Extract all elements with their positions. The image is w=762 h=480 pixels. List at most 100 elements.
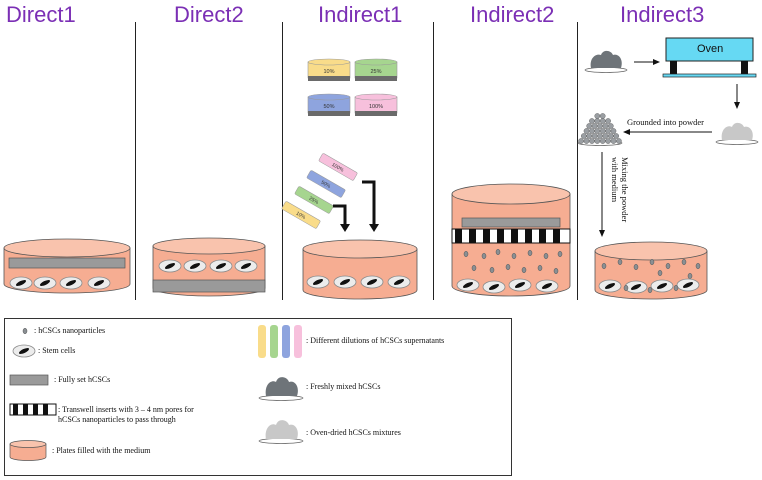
legend-plates-text: : Plates filled with the medium xyxy=(52,446,151,455)
legend-transwell-line2: hCSCs nanoparticles to pass through xyxy=(58,415,176,424)
powder-grain xyxy=(597,133,603,139)
mixing-label: Mixing the powder with medium xyxy=(610,157,630,222)
vial-label: 100% xyxy=(369,104,383,110)
powder-grain xyxy=(602,123,609,129)
powder-grain xyxy=(589,118,595,124)
indirect1-vials: 10% 25% 50% 100% xyxy=(307,58,398,116)
powder-grain xyxy=(597,123,603,129)
legend-nanoparticles-text: : hCSCs nanoparticles xyxy=(34,326,106,335)
direct1-plate xyxy=(3,238,131,294)
indirect1-arrows xyxy=(333,180,379,232)
powder-grain xyxy=(616,138,622,144)
powder-grain xyxy=(605,128,611,134)
indirect1-tubes: 100% 50%25%10% xyxy=(281,153,358,229)
vial-1: 25% xyxy=(354,58,398,81)
indirect3-plate xyxy=(594,241,708,300)
powder-grain xyxy=(608,133,614,139)
powder-grain xyxy=(583,138,590,144)
legend-fresh-text: : Freshly mixed hCSCs xyxy=(306,382,381,391)
legend-fresh-icon xyxy=(258,377,304,401)
tube-2: 25% xyxy=(294,186,334,214)
fresh-hcscs-pile xyxy=(584,50,628,73)
legend-plate-icon xyxy=(9,440,47,461)
powder-grain xyxy=(610,138,617,144)
powder-grain xyxy=(599,113,606,119)
oven-label: Oven xyxy=(697,43,724,55)
legend-tube xyxy=(258,325,266,358)
legend-dilutions-text: : Different dilutions of hCSCs supernata… xyxy=(306,336,445,345)
header-indirect3: Indirect3 xyxy=(620,2,705,27)
legend-oven-dried-text: : Oven-dried hCSCs mixtures xyxy=(306,428,401,437)
tube-label: 50% xyxy=(320,180,332,190)
powder-grain xyxy=(594,118,601,124)
powder-grain xyxy=(599,138,606,144)
indirect2-plate xyxy=(451,183,571,297)
grounded-label: Grounded into powder xyxy=(627,117,704,127)
direct2-plate xyxy=(152,237,266,297)
legend-transwell-text: : Transwell inserts with 3 – 4 nm pores … xyxy=(58,405,194,425)
tube-label: 10% xyxy=(295,211,307,221)
arrow-oven-down xyxy=(734,84,740,109)
powder-grain xyxy=(594,113,601,119)
powder-grain xyxy=(594,138,601,144)
powder-grain xyxy=(605,118,611,124)
divider-3 xyxy=(433,22,434,300)
powder-grain xyxy=(589,138,595,144)
arrow-to-oven xyxy=(634,59,660,65)
vial-3: 100% xyxy=(354,93,398,116)
powder-grain xyxy=(610,128,617,134)
powder-grain xyxy=(581,133,587,139)
header-direct2: Direct2 xyxy=(174,2,244,27)
powder-grain xyxy=(599,118,606,124)
legend-tube xyxy=(294,325,302,358)
powder-grain xyxy=(605,138,611,144)
tube-3: 10% xyxy=(281,201,321,229)
powder-grain xyxy=(594,128,601,134)
powder-grain xyxy=(586,133,593,139)
arrow-to-powder xyxy=(623,129,712,135)
legend-fully-set-icon xyxy=(9,374,49,386)
legend-transwell-icon xyxy=(9,403,57,416)
legend-fully-set-text: : Fully set hCSCs xyxy=(54,375,111,384)
mixing-line1: Mixing the powder xyxy=(620,157,630,223)
powder-grain xyxy=(591,133,598,139)
oven xyxy=(662,37,757,78)
powder-grain xyxy=(599,128,606,134)
vial-2: 50% xyxy=(307,93,351,116)
vial-label: 25% xyxy=(370,69,381,75)
header-indirect2: Indirect2 xyxy=(470,2,555,27)
powder-grain xyxy=(608,123,614,129)
divider-4 xyxy=(577,22,578,300)
tube-label: 25% xyxy=(308,196,320,206)
powder-grain xyxy=(613,133,620,139)
arrow-to-plate xyxy=(599,152,605,237)
powder-grain xyxy=(586,123,593,129)
divider-1 xyxy=(135,22,136,300)
powder-grain xyxy=(578,138,584,144)
divider-2 xyxy=(282,22,283,300)
indirect1-plate xyxy=(302,239,418,300)
tube-label: 100% xyxy=(331,162,346,174)
vial-0: 10% xyxy=(307,58,351,81)
vial-label: 10% xyxy=(323,69,334,75)
tube-0: 100% xyxy=(318,153,358,181)
vial-label: 50% xyxy=(323,104,334,110)
header-indirect1: Indirect1 xyxy=(318,2,403,27)
legend-tube xyxy=(282,325,290,358)
transwell-insert xyxy=(451,228,571,244)
legend-dilutions-icon xyxy=(258,325,302,358)
legend-box xyxy=(4,318,512,476)
tube-1: 50% xyxy=(306,170,346,198)
legend-stem-cells-text: : Stem cells xyxy=(38,346,76,355)
oven-dried-pile xyxy=(715,122,759,145)
legend-transwell-line1: : Transwell inserts with 3 – 4 nm pores … xyxy=(58,405,194,414)
legend-tube xyxy=(270,325,278,358)
ground-powder xyxy=(577,113,623,146)
powder-grain xyxy=(602,133,609,139)
powder-grain xyxy=(591,123,598,129)
mixing-line2: with medium xyxy=(610,157,620,203)
legend-oven-dried-icon xyxy=(258,420,304,444)
powder-grain xyxy=(589,128,595,134)
powder-grain xyxy=(583,128,590,134)
